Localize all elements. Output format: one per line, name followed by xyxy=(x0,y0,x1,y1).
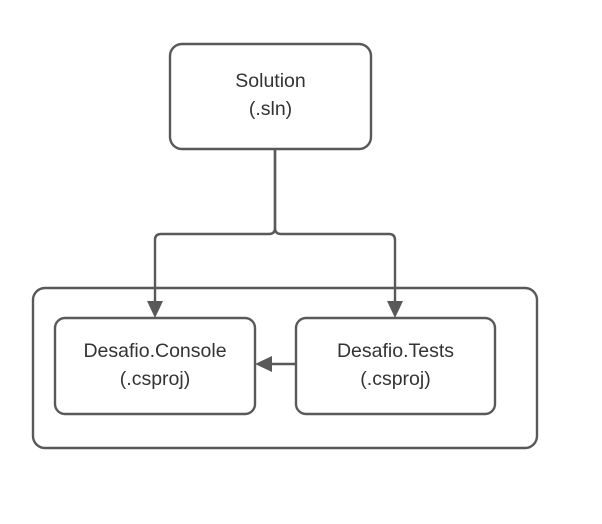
projects-group-container xyxy=(31,286,539,450)
node-desafio-console[interactable]: Desafio.Console (.csproj) xyxy=(53,316,257,416)
node-desafio-tests-label-line1: Desafio.Tests xyxy=(337,340,454,362)
node-desafio-console-label-line1: Desafio.Console xyxy=(83,340,226,362)
edge-tests-to-console-arrowhead xyxy=(255,356,272,372)
node-desafio-console-shape[interactable] xyxy=(53,316,257,416)
edge-solution-to-tests-line xyxy=(273,150,397,308)
node-solution-shape[interactable] xyxy=(168,42,373,151)
edge-solution-to-console-line xyxy=(153,150,277,308)
edge-solution-to-projects xyxy=(147,150,403,318)
edge-solution-to-console-arrowhead xyxy=(147,301,163,318)
node-desafio-console-label-line2: (.csproj) xyxy=(120,368,190,390)
node-desafio-tests[interactable]: Desafio.Tests (.csproj) xyxy=(294,316,497,416)
node-solution[interactable]: Solution (.sln) xyxy=(168,42,373,151)
node-solution-label-line2: (.sln) xyxy=(249,98,292,120)
edge-tests-to-console xyxy=(255,356,296,372)
edge-solution-to-tests-arrowhead xyxy=(387,301,403,318)
node-solution-label-line1: Solution xyxy=(235,70,305,92)
node-desafio-tests-shape[interactable] xyxy=(294,316,497,416)
node-desafio-tests-label-line2: (.csproj) xyxy=(360,368,430,390)
